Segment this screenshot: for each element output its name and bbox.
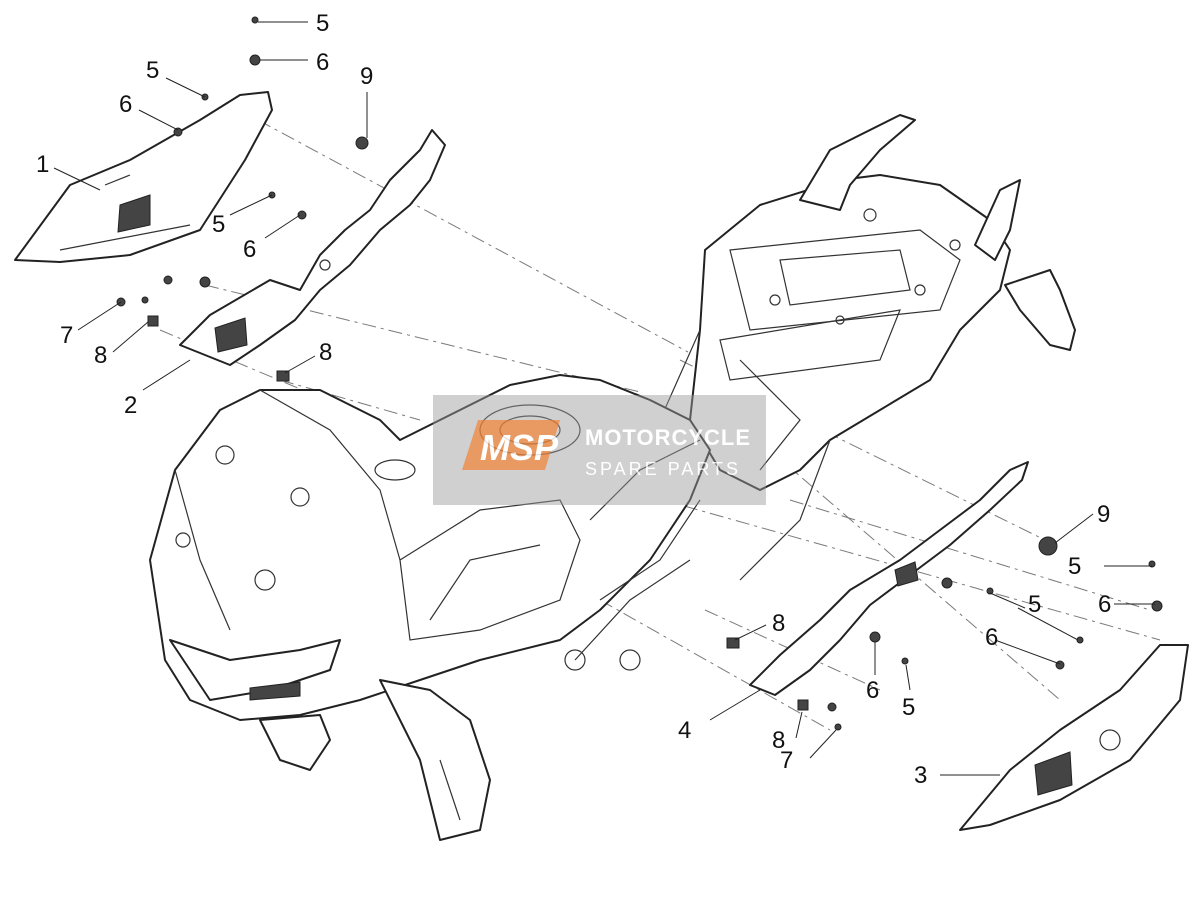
callout-8: 8 bbox=[319, 339, 332, 366]
callout-5: 5 bbox=[212, 211, 225, 238]
callout-8: 8 bbox=[772, 610, 785, 637]
callout-2: 2 bbox=[124, 392, 137, 419]
callout-9: 9 bbox=[360, 63, 373, 90]
watermark-line-1: MOTORCYCLE bbox=[585, 425, 751, 450]
front-lower bbox=[169, 639, 491, 841]
part-2-bracket-left bbox=[179, 129, 446, 366]
callout-6: 6 bbox=[1098, 591, 1111, 618]
callout-5: 5 bbox=[902, 694, 915, 721]
watermark-logo: MSP bbox=[480, 427, 559, 468]
callout-6: 6 bbox=[243, 236, 256, 263]
callout-5: 5 bbox=[1068, 553, 1081, 580]
callout-5: 5 bbox=[316, 10, 329, 37]
callout-5: 5 bbox=[1028, 591, 1041, 618]
callout-5: 5 bbox=[146, 57, 159, 84]
callout-4: 4 bbox=[678, 717, 691, 744]
callout-6: 6 bbox=[866, 677, 879, 704]
watermark: MSP MOTORCYCLE SPARE PARTS bbox=[433, 395, 766, 505]
watermark-logo-shape bbox=[462, 420, 560, 470]
callout-7: 7 bbox=[60, 322, 73, 349]
part-1-side-panel-left bbox=[14, 91, 273, 263]
callout-1: 1 bbox=[36, 151, 49, 178]
main-frame bbox=[149, 374, 711, 721]
callout-6: 6 bbox=[316, 49, 329, 76]
callout-7: 7 bbox=[780, 747, 793, 774]
callout-8: 8 bbox=[94, 342, 107, 369]
callout-8: 8 bbox=[772, 727, 785, 754]
rear-frame bbox=[619, 114, 1076, 581]
callout-6: 6 bbox=[119, 91, 132, 118]
callouts: 5 6 9 5 6 1 5 6 7 8 8 2 9 5 6 5 6 8 6 5 … bbox=[36, 10, 1111, 789]
callout-9: 9 bbox=[1097, 501, 1110, 528]
callout-3: 3 bbox=[914, 762, 927, 789]
leader-lines bbox=[53, 21, 1155, 776]
watermark-line-2: SPARE PARTS bbox=[585, 459, 741, 479]
callout-6: 6 bbox=[985, 624, 998, 651]
part-4-bracket-right bbox=[749, 461, 1029, 696]
part-3-side-panel-right bbox=[959, 644, 1189, 831]
